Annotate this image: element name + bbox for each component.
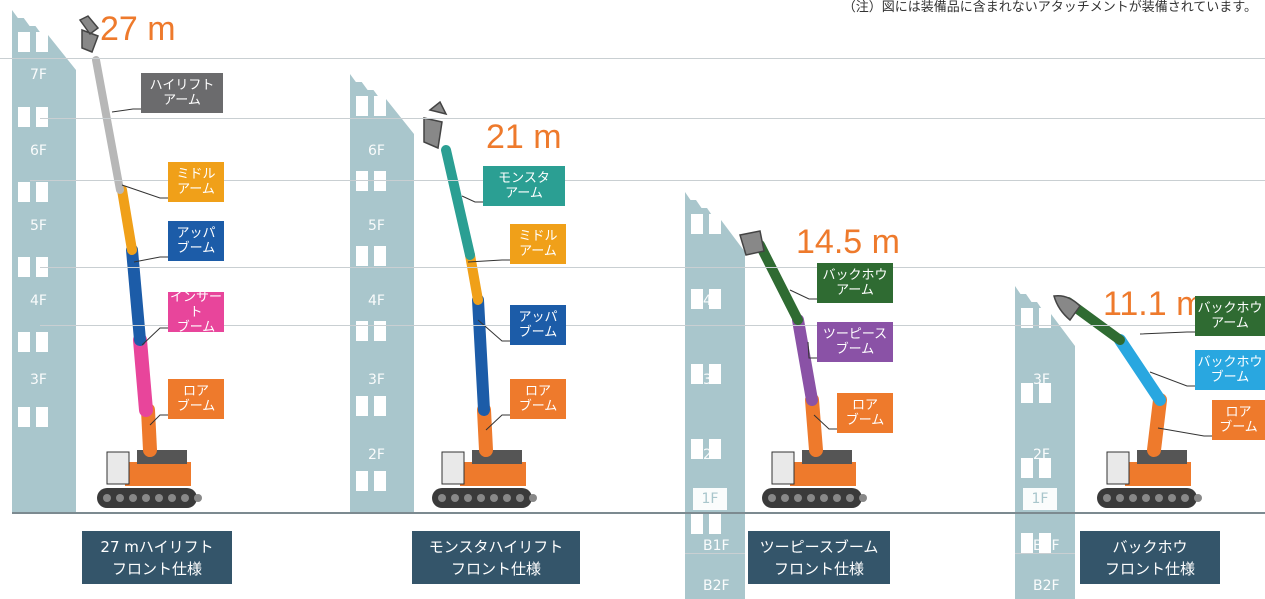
floor-line	[40, 267, 1265, 268]
component-label: ツーピース ブーム	[817, 322, 893, 362]
leader-line	[1157, 427, 1212, 437]
leader-line	[485, 414, 510, 431]
floor-label-b2f: B2F	[703, 578, 730, 594]
leader-line	[1139, 331, 1195, 335]
excavator	[423, 100, 537, 508]
floor-line	[40, 118, 1265, 119]
component-label: ハイリフト アーム	[141, 73, 223, 113]
leader-line	[461, 195, 483, 203]
floor-label-2f: 2F	[1033, 447, 1050, 463]
leader-line	[807, 341, 817, 359]
component-label: ミドル アーム	[168, 162, 224, 202]
leader-line	[149, 414, 168, 426]
excavator	[78, 15, 202, 508]
component-label: ロア ブーム	[510, 379, 566, 419]
floor-label-b2f: B2F	[1033, 578, 1060, 594]
component-label: モンスタ アーム	[483, 166, 565, 206]
spec-caption: バックホウ フロント仕様	[1080, 531, 1220, 584]
leader-line	[111, 108, 141, 113]
spec-caption: モンスタハイリフト フロント仕様	[412, 531, 580, 584]
floor-label-4f: 4F	[30, 293, 47, 309]
floor-label-7f: 7F	[30, 67, 47, 83]
floor-line	[0, 58, 1265, 59]
footnote: （注）図には装備品に含まれないアタッチメントが装備されています。	[842, 0, 1257, 15]
leader-line	[789, 289, 817, 300]
basement-line	[685, 553, 745, 554]
component-label: ロア ブーム	[837, 393, 893, 433]
component-label: アッパ ブーム	[168, 221, 224, 261]
floor-label-2f: 2F	[703, 447, 720, 463]
leader-line	[141, 327, 168, 346]
component-label: インサート ブーム	[168, 289, 224, 335]
component-label: ミドル アーム	[510, 224, 566, 264]
floor-label-6f: 6F	[30, 143, 47, 159]
floor-label-6f: 6F	[368, 143, 385, 159]
basement-line	[1015, 553, 1075, 554]
floor-line	[40, 325, 1265, 326]
floor-label-3f: 3F	[1033, 372, 1050, 388]
component-label: アッパ ブーム	[510, 305, 566, 345]
floor-label-4f: 4F	[703, 293, 720, 309]
floor-label-4f: 4F	[368, 293, 385, 309]
floor-label-b1f: B1F	[1033, 538, 1060, 554]
floor-label-3f: 3F	[30, 372, 47, 388]
excavator	[739, 230, 867, 508]
floor-label-1f: 1F	[1023, 488, 1057, 510]
leader-line	[133, 256, 168, 263]
floor-label-2f: 2F	[368, 447, 385, 463]
building	[350, 74, 414, 512]
height-label: 27 m	[100, 10, 176, 48]
floor-label-1f: 1F	[693, 488, 727, 510]
spec-caption: ツーピースブーム フロント仕様	[748, 531, 890, 584]
component-label: ロア ブーム	[168, 379, 224, 419]
component-label: バックホウ ブーム	[1195, 350, 1265, 390]
excavator	[1053, 294, 1202, 508]
leader-line	[477, 319, 510, 342]
building	[1015, 286, 1075, 599]
leader-line	[121, 184, 168, 199]
floor-label-3f: 3F	[368, 372, 385, 388]
floor-label-3f: 3F	[703, 372, 720, 388]
leader-line	[813, 414, 837, 430]
component-label: バックホウ アーム	[1195, 296, 1265, 336]
height-label: 21 m	[486, 118, 562, 156]
building	[12, 10, 76, 512]
floor-label-5f: 5F	[30, 218, 47, 234]
leader-line	[467, 259, 510, 263]
ground-line	[12, 512, 1265, 514]
floor-label-b1f: B1F	[703, 538, 730, 554]
height-label: 14.5 m	[796, 223, 900, 261]
floor-label-5f: 5F	[368, 218, 385, 234]
leader-line	[1149, 371, 1195, 387]
height-label: 11.1 m	[1103, 285, 1205, 323]
spec-caption: 27 mハイリフト フロント仕様	[82, 531, 232, 584]
component-label: ロア ブーム	[1212, 400, 1265, 440]
component-label: バックホウ アーム	[817, 263, 893, 303]
floor-line	[30, 180, 1265, 181]
